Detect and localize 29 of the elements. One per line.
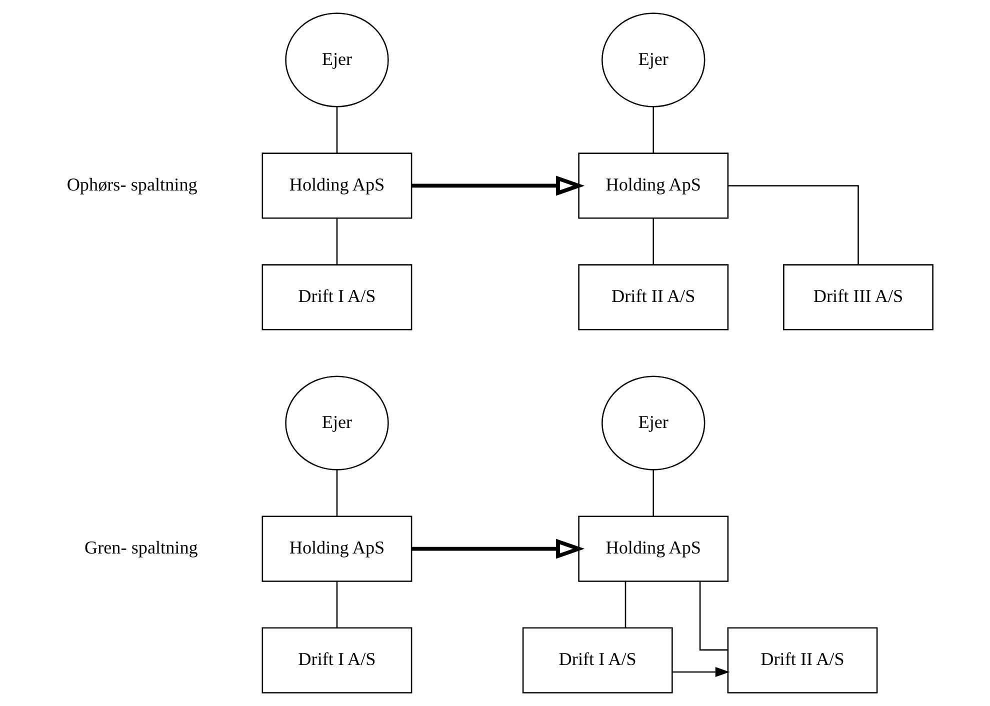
- node-box: Drift I A/S: [261, 627, 412, 694]
- node-box: Drift II A/S: [726, 627, 878, 694]
- connector: [652, 218, 654, 265]
- label: Ophørs- spaltning: [66, 174, 197, 195]
- node-box: Drift I A/S: [522, 627, 672, 694]
- arrow: [411, 538, 584, 559]
- connector: [652, 470, 654, 516]
- node-box: Holding ApS: [578, 152, 728, 219]
- node-box: Drift I A/S: [261, 264, 412, 330]
- label: Gren- spaltning: [84, 538, 198, 558]
- connector: [652, 106, 654, 153]
- node-box: Holding ApS: [261, 152, 412, 219]
- connector: [336, 470, 338, 516]
- connector: [624, 582, 626, 628]
- arrow: [411, 176, 584, 196]
- node-box: Drift II A/S: [578, 264, 728, 330]
- node-box: Holding ApS: [578, 516, 728, 582]
- connector: [728, 185, 858, 264]
- connector: [698, 581, 727, 651]
- node-circle: Ejer: [284, 376, 388, 470]
- node-box: Holding ApS: [261, 516, 412, 582]
- node-circle: Ejer: [601, 376, 705, 470]
- node-box: Drift III A/S: [782, 264, 933, 330]
- arrow: [672, 667, 730, 677]
- connector: [336, 106, 338, 153]
- node-circle: Ejer: [284, 12, 388, 108]
- node-circle: Ejer: [601, 12, 705, 108]
- connector: [336, 582, 338, 628]
- connector: [336, 218, 338, 265]
